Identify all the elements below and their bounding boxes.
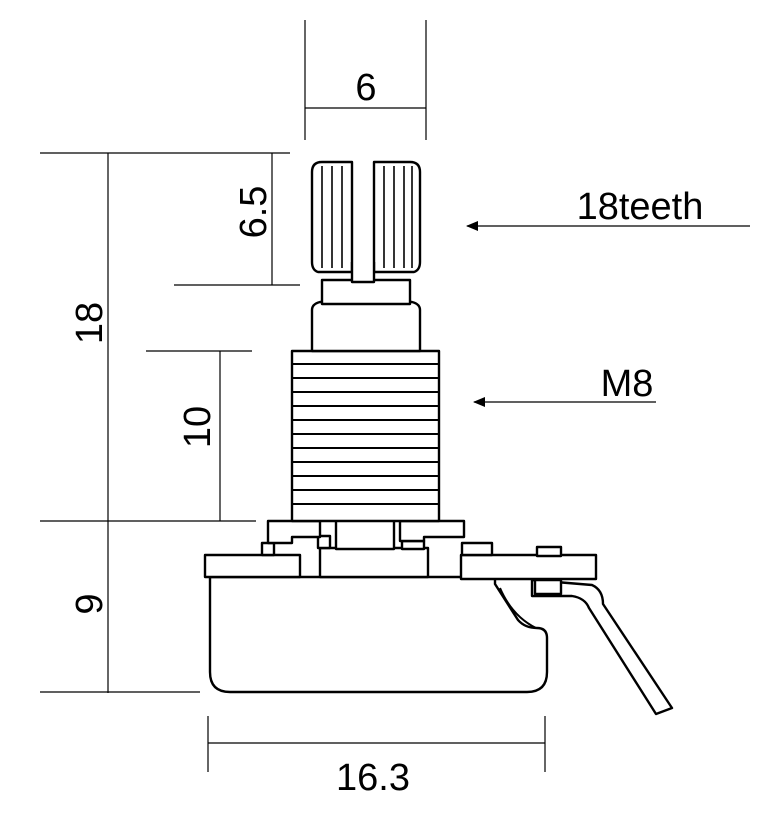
flange-right [459,553,598,581]
thread-callout-label: M8 [601,363,654,405]
body-width-label: 16.3 [336,757,410,799]
potentiometer-part [203,160,674,716]
body-inner-edge [499,587,537,629]
thread-length-label: 10 [177,406,219,448]
tab-right [460,541,494,557]
flange-left [203,553,302,579]
shaft-neck [320,278,412,306]
bushing-base-left [266,519,322,545]
knurl-lines [321,166,413,268]
total-shaft-length-label: 18 [69,302,111,344]
shaft-collar [310,300,422,353]
dimension-lines [40,20,750,772]
pot-body [208,575,549,694]
thread-lines [292,363,439,505]
bushing-base-right [398,519,466,543]
threaded-bushing [290,349,441,523]
tab-left [260,541,276,557]
tab-center-left [316,534,332,550]
body-height-label: 9 [69,593,111,614]
shaft-slot-bottom [350,262,376,284]
flange-center [318,546,430,579]
teeth-callout-label: 18teeth [577,186,704,228]
shaft-width-label: 6 [355,67,376,109]
lug-rivet [533,578,563,596]
dimension-labels: 6 6.5 18 10 9 16.3 18teeth M8 [69,67,703,799]
tab-far-right [535,545,563,558]
knurl-length-label: 6.5 [233,186,275,239]
solder-lug [530,578,674,716]
knurl-half-right [372,160,422,274]
